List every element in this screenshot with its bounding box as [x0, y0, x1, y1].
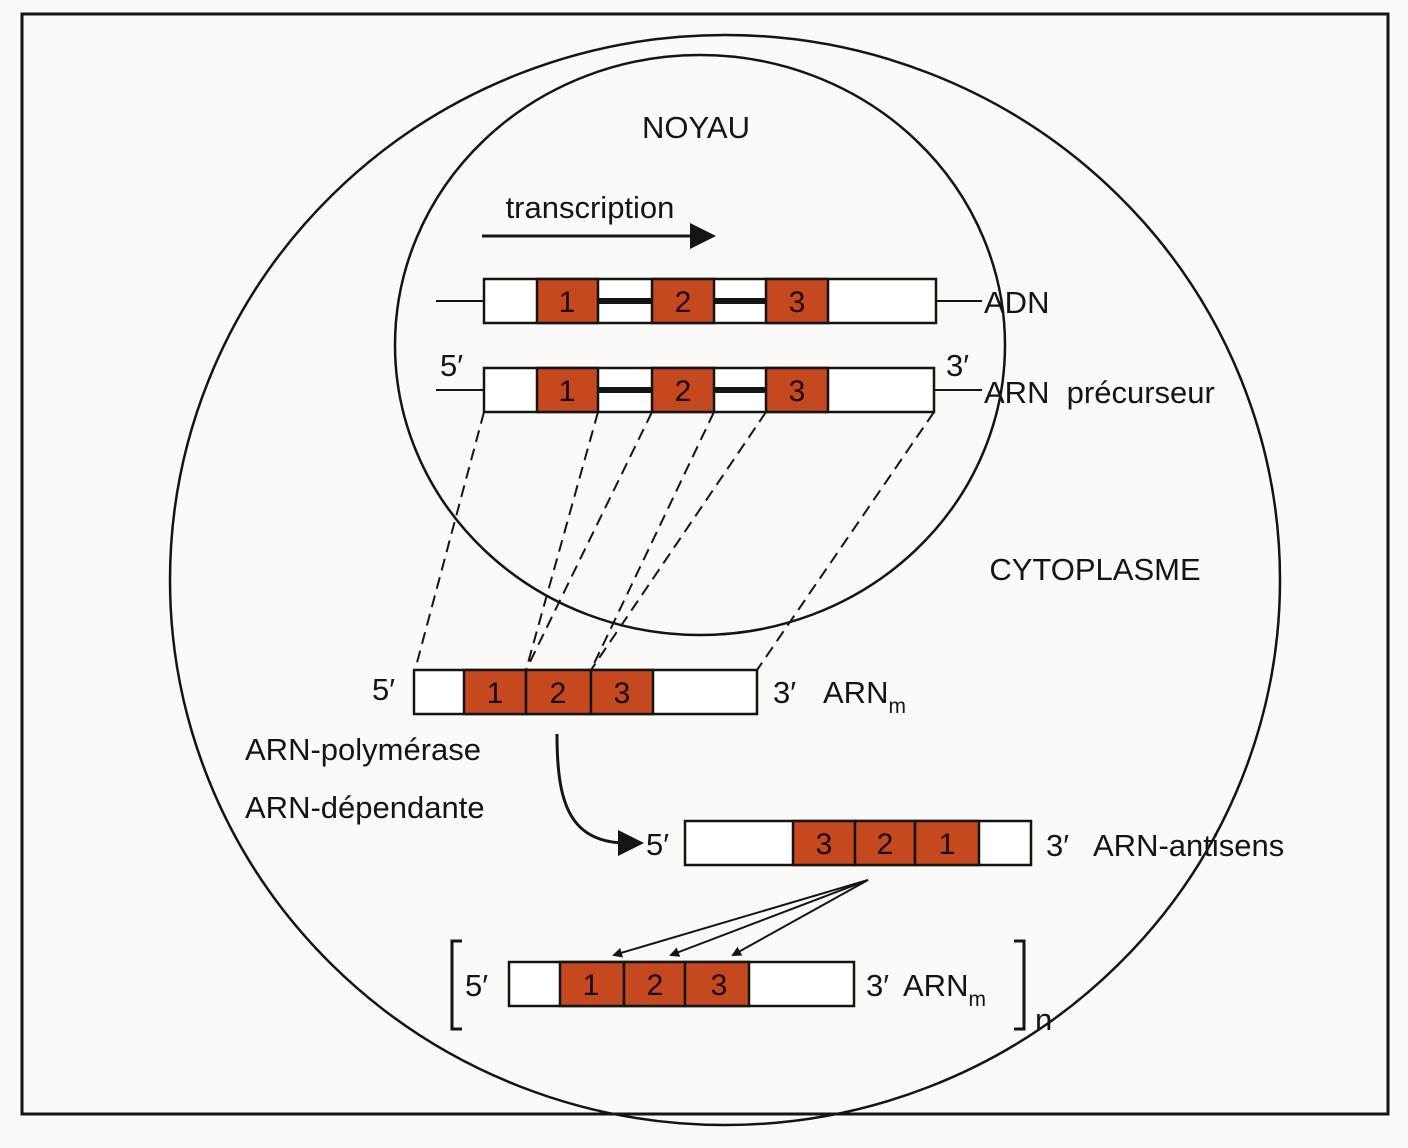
- precurseur-exon-3-number: 3: [789, 375, 806, 408]
- precurseur-exon-2: [650, 366, 716, 414]
- arn-precurseur: 1 2 3: [436, 366, 982, 414]
- adn-label: ADN: [984, 285, 1049, 320]
- copy-arrows: [612, 879, 869, 958]
- adn-exon-1: [535, 277, 600, 325]
- precurseur-exon-2-number: 2: [675, 375, 692, 408]
- antisens-5prime: 5′: [646, 827, 669, 862]
- outer-frame: [20, 12, 1390, 1116]
- copies-n-label: n: [1035, 1002, 1052, 1037]
- arn-messager: 1 2 3: [412, 668, 759, 716]
- arnm-label-base: ARN: [823, 675, 888, 710]
- adn-exon-3-number: 3: [789, 286, 806, 319]
- copies-arnm-label: ARNm: [903, 968, 986, 1011]
- cytoplasme-label: CYTOPLASME: [989, 552, 1200, 587]
- arn-messager-copies: 1 2 3: [507, 960, 856, 1008]
- arnm-exon-2-number: 2: [550, 677, 567, 710]
- precurseur-exon-1: [535, 366, 600, 414]
- arnm-exon-1: [462, 668, 528, 716]
- copies-exon-2-number: 2: [647, 969, 664, 1002]
- replication-arrow: [555, 733, 644, 856]
- noyau-label: NOYAU: [642, 110, 750, 145]
- arnm-exon-3: [589, 668, 655, 716]
- antisens-exon-1-number: 1: [939, 828, 956, 861]
- arn-antisens-label: ARN-antisens: [1093, 828, 1284, 863]
- arnm-exon-1-number: 1: [487, 677, 504, 710]
- arnm-label: ARNm: [823, 675, 906, 718]
- transcription-arrow: [482, 223, 716, 249]
- arnm-5prime: 5′: [372, 672, 395, 707]
- splicing-lines: [414, 411, 935, 671]
- arnm-label-sub: m: [888, 695, 906, 718]
- antisens-exon-2-number: 2: [877, 828, 894, 861]
- adn-gene: 1 2 3: [436, 277, 982, 325]
- transcription-label: transcription: [506, 190, 675, 225]
- polymerase-label-line1: ARN-polymérase: [245, 732, 481, 767]
- antisens-exon-2: [853, 819, 917, 867]
- precurseur-exon-3: [764, 366, 830, 414]
- adn-exon-2-number: 2: [675, 286, 692, 319]
- antisens-3prime: 3′: [1046, 828, 1069, 863]
- copies-3prime: 3′: [866, 968, 889, 1003]
- adn-exon-1-number: 1: [559, 286, 576, 319]
- polymerase-label-line2: ARN-dépendante: [245, 790, 485, 825]
- arnm-exon-2: [524, 668, 593, 716]
- copies-arnm-label-sub: m: [968, 988, 986, 1011]
- copies-exon-3: [683, 960, 751, 1008]
- right-bracket: [1014, 939, 1026, 1031]
- copies-exon-1-number: 1: [583, 969, 600, 1002]
- precurseur-exon-1-number: 1: [559, 375, 576, 408]
- left-bracket: [450, 939, 462, 1031]
- adn-exon-3: [764, 277, 830, 325]
- antisens-exon-3-number: 3: [816, 828, 833, 861]
- arnm-exon-3-number: 3: [614, 677, 631, 710]
- adn-exon-2: [650, 277, 716, 325]
- antisens-exon-1: [913, 819, 981, 867]
- nucleus-membrane: [393, 53, 1007, 637]
- arn-antisens: 3 2 1: [683, 819, 1033, 867]
- copies-arnm-label-base: ARN: [903, 968, 968, 1003]
- cell-membrane: [168, 33, 1282, 1127]
- arn-precurseur-label: ARN précurseur: [984, 375, 1215, 410]
- copies-5prime: 5′: [465, 968, 488, 1003]
- precurseur-3prime: 3′: [946, 348, 969, 383]
- arnm-3prime: 3′: [773, 675, 796, 710]
- copies-exon-3-number: 3: [711, 969, 728, 1002]
- precurseur-5prime: 5′: [440, 348, 463, 383]
